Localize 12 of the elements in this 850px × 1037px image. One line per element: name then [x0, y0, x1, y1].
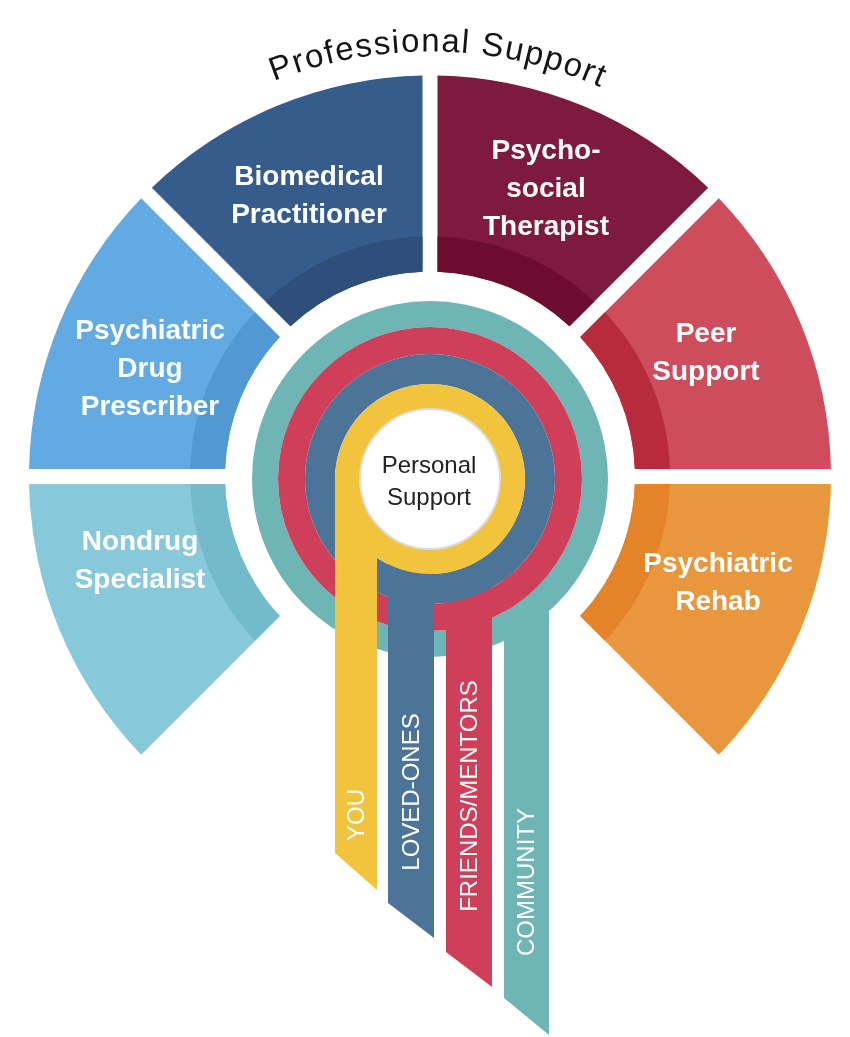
arched-title: Professional Support: [263, 21, 614, 95]
ribbon-label: YOU: [342, 789, 370, 841]
ribbon-label: FRIENDS/MENTORS: [455, 680, 483, 912]
segment-label: Peer Support: [651, 316, 761, 388]
segment-label: Nondrug Specialist: [73, 524, 207, 596]
segment-label: Psychiatric Drug Prescriber: [74, 313, 226, 423]
ribbon-label: COMMUNITY: [512, 808, 540, 956]
ribbon-label: LOVED-ONES: [397, 713, 425, 871]
segment-label: Psychiatric Rehab: [642, 546, 794, 618]
segment-label: Biomedical Practitioner: [230, 159, 388, 231]
segment-label: Psycho- social Therapist: [482, 133, 610, 243]
center-label: Personal Support: [380, 450, 478, 512]
